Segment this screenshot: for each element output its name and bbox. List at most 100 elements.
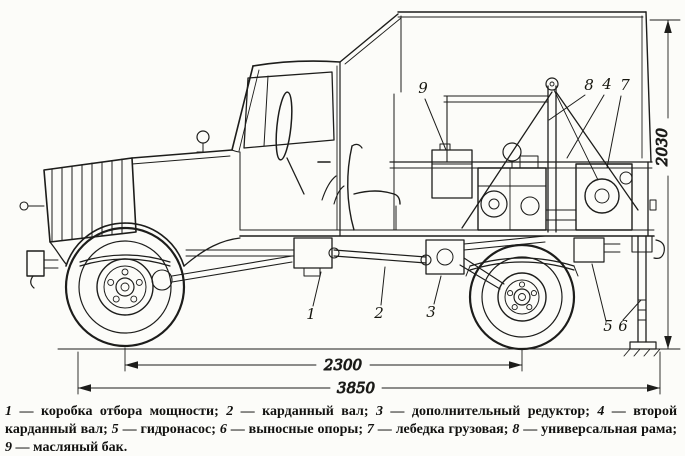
frame-rail	[185, 249, 295, 257]
outrigger-leg	[637, 235, 647, 343]
front-leaf-spring	[79, 254, 171, 267]
rear-leaf-spring	[469, 257, 575, 271]
callout-2: 2	[373, 304, 384, 322]
caption-number: 8	[512, 422, 520, 438]
truck-side-view-drawing: 1 2 3 9 8 4 7 5 6 2300	[19, 11, 681, 398]
caption-dash: —	[233, 404, 263, 419]
caption-separator: .	[123, 440, 128, 456]
callout-9: 9	[418, 79, 428, 97]
caption-dash: —	[226, 422, 249, 438]
callout-numbers: 1 2 3 9 8 4 7 5 6	[306, 75, 630, 335]
vent-window-divider	[263, 75, 269, 147]
caption-dash: —	[12, 440, 33, 456]
caption-separator: ;	[358, 422, 367, 438]
steering-wheel	[275, 91, 293, 161]
caption-separator: ;	[672, 422, 678, 438]
front-bumper	[26, 250, 45, 277]
rear-tow-hook	[653, 239, 665, 259]
gear-levers	[321, 175, 345, 205]
rear-axle-shaft	[459, 257, 505, 290]
seat-back	[347, 145, 355, 231]
front-wheel	[64, 226, 186, 348]
drive-pulley	[480, 190, 508, 218]
caption-dash: —	[118, 422, 141, 438]
caption-text: карданный вал	[262, 404, 364, 419]
tail-lamp	[649, 199, 657, 211]
chassis-driveline	[79, 235, 665, 350]
canopy-rear-edge	[645, 11, 652, 163]
front-end	[19, 130, 241, 289]
dim-length-label: 3850	[337, 379, 376, 397]
caption-text: дополнительный редуктор	[411, 404, 586, 419]
caption-number: 6	[219, 422, 227, 438]
rear-wheel	[468, 243, 576, 351]
power-take-off-box	[293, 237, 333, 269]
leader-1	[312, 271, 322, 307]
caption-text: универсальная рама	[541, 422, 673, 438]
callout-7: 7	[620, 76, 630, 94]
mast-pulley	[545, 77, 559, 91]
leader-7	[606, 95, 622, 169]
caption-separator: ;	[214, 404, 227, 419]
caption-dash: —	[604, 404, 634, 419]
callout-4: 4	[601, 75, 612, 93]
caption-dash: —	[519, 422, 542, 438]
cargo-bed	[389, 93, 657, 237]
dimension-height: 2030	[649, 19, 681, 350]
dim-wheelbase-label: 2300	[323, 356, 363, 374]
winch-housing	[575, 163, 633, 231]
front-driveshaft	[171, 255, 293, 283]
leader-3	[433, 275, 442, 305]
canopy-frame	[339, 11, 652, 163]
rear-hub	[513, 288, 531, 306]
front-hub	[115, 277, 135, 297]
callout-3: 3	[426, 303, 436, 321]
leader-9	[424, 98, 447, 151]
caption-item: 1 — коробка отбора мощности;	[5, 404, 226, 419]
front-rim	[96, 258, 154, 316]
caption-number: 1	[5, 404, 12, 419]
crank-hole	[19, 201, 29, 211]
hood-lamp	[196, 130, 210, 144]
caption-item: 6 — выносные опоры;	[220, 422, 367, 437]
winch-drum	[584, 178, 620, 214]
dimension-wheelbase: 2300	[124, 347, 523, 375]
dimension-overall-length: 3850	[77, 351, 661, 398]
second-driveshaft	[463, 235, 546, 251]
ground-line	[57, 348, 665, 357]
caption-item: 4 — второй карданный вал;	[5, 404, 677, 437]
universal-frame-bar	[443, 95, 549, 103]
caption-dash: —	[12, 404, 41, 419]
caption-item: 5 — гидронасос;	[112, 422, 220, 437]
caption-number: 3	[375, 404, 383, 419]
hood-top	[131, 149, 233, 159]
front-tow-hook	[30, 275, 35, 289]
outrigger-foot	[629, 341, 657, 350]
grille-bars	[51, 158, 123, 242]
windshield-pillar	[231, 65, 254, 151]
caption-number: 7	[366, 422, 374, 438]
driveshaft	[333, 249, 427, 264]
caption-item: 9 — масляный бак.	[5, 440, 127, 455]
caption-number: 9	[5, 440, 12, 456]
caption-separator: ;	[363, 404, 376, 419]
hydraulic-pump	[573, 237, 605, 263]
caption-item: 2 — карданный вал;	[226, 404, 376, 419]
caption-item: 7 — лебедка грузовая;	[367, 422, 512, 437]
leader-8	[548, 94, 586, 121]
front-fender-arch	[65, 222, 185, 267]
callout-6: 6	[618, 317, 628, 335]
frame-mast	[547, 85, 557, 233]
seat-cushion	[353, 190, 401, 205]
additional-reducer	[425, 239, 465, 275]
callout-1: 1	[306, 305, 316, 323]
caption-separator: ;	[211, 422, 220, 438]
frame-braces	[461, 91, 639, 229]
winch-cable	[553, 89, 599, 181]
door-window	[243, 71, 335, 149]
front-tire	[64, 226, 186, 348]
caption-dash: —	[373, 422, 396, 438]
caption-text: масляный бак	[33, 440, 124, 456]
dim-height-label: 2030	[653, 127, 671, 167]
